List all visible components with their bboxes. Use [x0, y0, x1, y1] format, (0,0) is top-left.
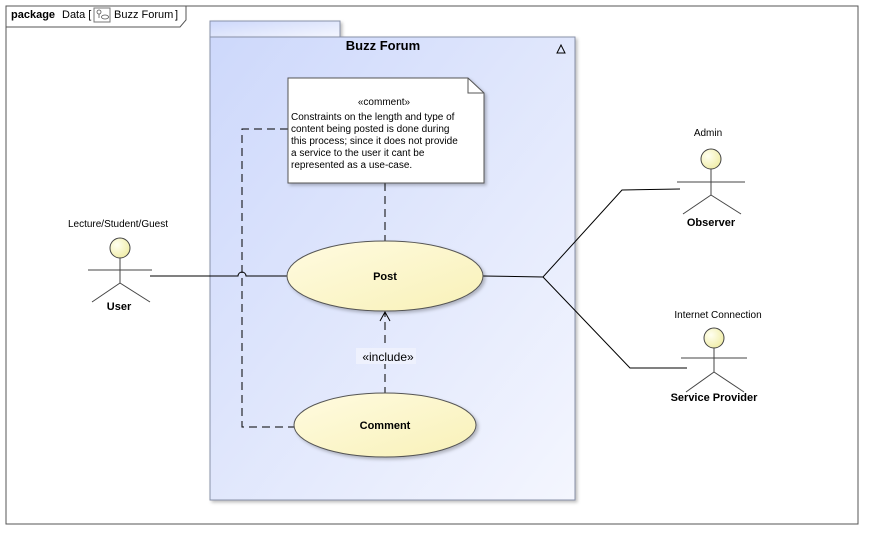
comment-line: a service to the user it cant be [291, 148, 425, 159]
actor-head-icon [700, 148, 722, 170]
use-case-post[interactable]: Post [286, 240, 484, 312]
include-dependency[interactable]: «include» [356, 310, 416, 395]
use-case-post-label: Post [373, 271, 397, 283]
use-case-comment-label: Comment [360, 420, 411, 432]
actor-service-provider[interactable]: Internet Connection Service Provider [671, 310, 762, 404]
actor-observer-name: Observer [687, 217, 736, 229]
include-label: «include» [362, 350, 414, 364]
comment-stereotype: «comment» [358, 97, 411, 108]
association-post-observer [482, 188, 681, 278]
triangle-icon[interactable] [556, 43, 566, 54]
actor-observer[interactable]: Admin Observer [677, 128, 745, 229]
use-case-comment[interactable]: Comment [293, 392, 477, 458]
package-title: Buzz Forum [346, 38, 420, 53]
actor-user-stereotype: Lecture/Student/Guest [68, 219, 168, 230]
association-post-service-provider [542, 276, 687, 369]
actor-user-name: User [107, 301, 132, 313]
comment-line: this process; since it does not provide [291, 136, 458, 147]
actor-head-icon [703, 327, 725, 349]
actor-observer-stereotype: Admin [694, 128, 722, 139]
actor-user[interactable]: Lecture/Student/Guest User [68, 219, 168, 313]
comment-anchor-comment [241, 128, 294, 428]
frame-name-prefix: Data [ [62, 9, 91, 21]
actor-body-icon [677, 169, 745, 215]
frame-diagram-name: Buzz Forum [114, 9, 173, 21]
actor-body-icon [681, 348, 747, 393]
comment-note[interactable]: «comment» Constraints on the length and … [287, 77, 485, 184]
comment-line: content being posted is done during [291, 124, 449, 135]
association-user-post [150, 271, 288, 277]
actor-service-stereotype: Internet Connection [674, 310, 761, 321]
actor-head-icon [109, 237, 131, 259]
comment-line: represented as a use-case. [291, 160, 412, 171]
actor-service-name: Service Provider [671, 392, 759, 404]
frame-name-suffix: ] [175, 9, 178, 21]
frame-keyword: package [11, 9, 55, 21]
use-case-diagram-icon [93, 7, 111, 23]
actor-body-icon [88, 258, 152, 303]
comment-line: Constraints on the length and type of [291, 112, 455, 123]
associations [150, 188, 687, 369]
comment-anchors [241, 128, 386, 428]
